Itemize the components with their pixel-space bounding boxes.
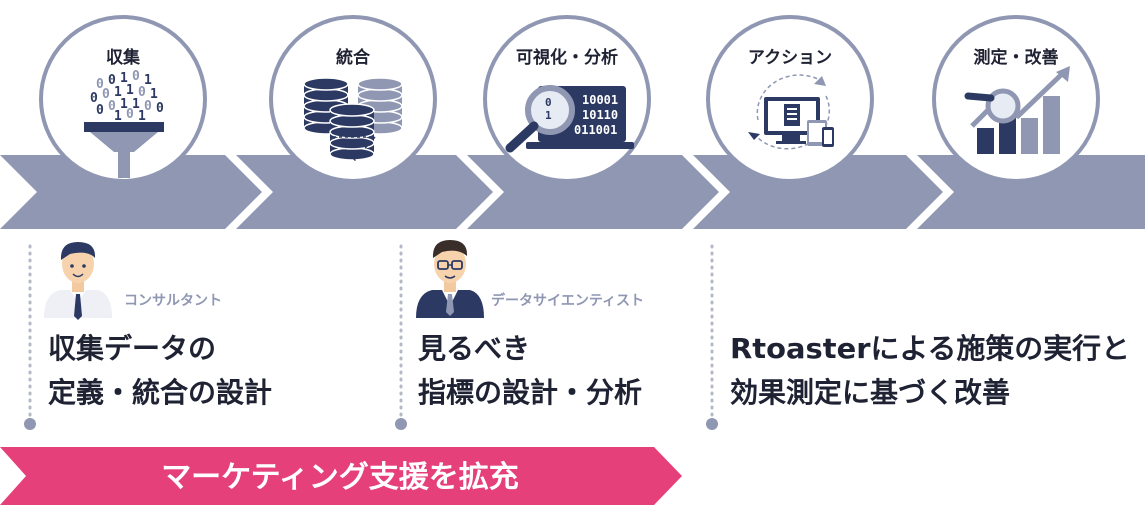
step-visualize: 可視化・分析 10001 10110 011001 0 1 — [483, 15, 651, 183]
rtoaster-desc-line1: Rtoasterによる施策の実行と — [730, 332, 1130, 365]
scientist-desc-line2: 指標の設計・分析 — [418, 376, 642, 409]
binary-digit: 1 — [144, 73, 152, 88]
data-scientist-avatar — [416, 240, 484, 318]
binary-digit: 1 — [120, 97, 128, 112]
chevron-5 — [917, 155, 1145, 229]
step-label: アクション — [748, 48, 832, 68]
rtoaster-desc-line2: 効果測定に基づく改善 — [730, 376, 1010, 409]
binary-digit: 0 — [132, 69, 140, 84]
database-stack-icon — [303, 77, 403, 162]
magnifier-laptop-icon: 10001 10110 011001 0 1 — [505, 85, 634, 153]
binary-digit: 1 — [138, 109, 146, 124]
binary-digit: 1 — [132, 97, 140, 112]
dotted-guides — [28, 244, 714, 420]
svg-text:10001: 10001 — [582, 93, 618, 107]
binary-digit: 0 — [156, 101, 164, 116]
step-label: 測定・改善 — [974, 47, 1059, 68]
step-label: 収集 — [106, 47, 141, 68]
consultant-desc-line2: 定義・統合の設計 — [48, 376, 272, 409]
binary-digit: 0 — [126, 107, 134, 122]
guide-dot — [706, 418, 718, 430]
binary-digit: 0 — [108, 99, 116, 114]
binary-digit: 1 — [114, 109, 122, 124]
guide-dot — [24, 418, 36, 430]
binary-digit: 0 — [108, 73, 116, 88]
svg-text:0: 0 — [545, 96, 552, 109]
role-data-scientist: データサイエンティスト — [491, 292, 644, 309]
growth-chart-icon — [964, 66, 1070, 154]
step-action: アクション — [706, 15, 874, 183]
chevron-1 — [0, 155, 262, 229]
scientist-desc-line1: 見るべき — [418, 332, 530, 365]
step-integrate: 統合 — [269, 15, 437, 183]
binary-digit: 1 — [114, 85, 122, 100]
svg-text:011001: 011001 — [574, 123, 617, 137]
consultant-avatar — [44, 242, 112, 320]
marketing-support-banner: マーケティング支援を拡充 — [0, 447, 682, 505]
step-label: 可視化・分析 — [516, 47, 618, 68]
guide-dot — [395, 418, 407, 430]
binary-digit: 0 — [90, 91, 98, 106]
binary-digit: 0 — [96, 77, 104, 92]
binary-digit: 1 — [126, 83, 134, 98]
svg-text:1: 1 — [545, 109, 552, 122]
chevron-2 — [236, 155, 493, 229]
binary-digit: 0 — [138, 85, 146, 100]
svg-text:10110: 10110 — [582, 108, 618, 122]
step-label: 統合 — [336, 47, 371, 68]
role-consultant: コンサルタント — [124, 293, 222, 309]
banner-label: マーケティング支援を拡充 — [161, 460, 519, 495]
binary-digit: 0 — [102, 87, 110, 102]
binary-digit: 0 — [144, 99, 152, 114]
binary-digit: 1 — [120, 71, 128, 86]
devices-cycle-icon — [748, 74, 834, 150]
binary-digit: 1 — [150, 87, 158, 102]
step-measure: 測定・改善 — [932, 15, 1100, 183]
consultant-desc-line1: 収集データの — [48, 332, 216, 365]
binary-digit: 0 — [96, 103, 104, 118]
